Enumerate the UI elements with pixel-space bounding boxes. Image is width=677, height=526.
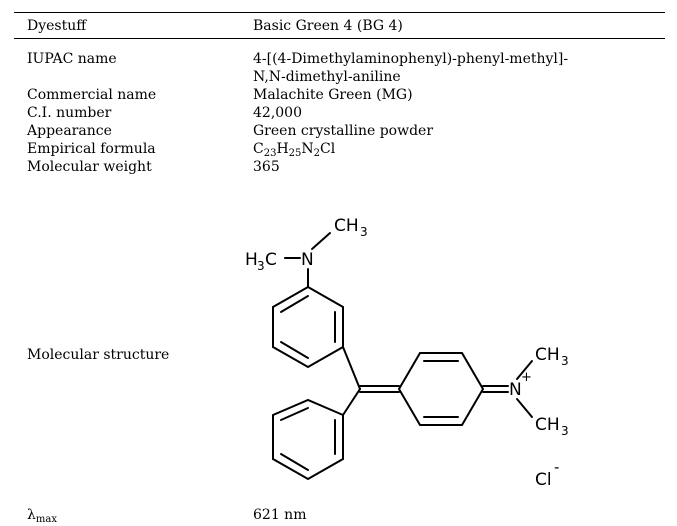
lambda-subscript: max — [35, 514, 57, 525]
row-label-ci-number: C.I. number — [27, 105, 112, 121]
row-value-molecular-weight: 365 — [253, 159, 280, 175]
bond-n-plus-methyl-bottom — [516, 398, 533, 418]
atom-h3c-subscript: 3 — [257, 259, 265, 273]
row-value-appearance: Green crystalline powder — [253, 123, 434, 139]
atom-ch3-right-top-subscript: 3 — [561, 354, 569, 368]
ring-a — [272, 285, 344, 369]
ring-b-double-1 — [280, 407, 309, 421]
table-top-rule — [14, 12, 665, 13]
row-value-iupac-line1: 4-[(4-Dimethylaminophenyl)-phenyl-methyl… — [253, 51, 569, 67]
atom-ch3-right-bottom-subscript: 3 — [561, 424, 569, 438]
ring-a-double-3 — [280, 341, 309, 359]
atom-chloride: Cl — [535, 470, 552, 490]
formula-n: N — [301, 141, 314, 157]
ring-c — [397, 352, 485, 426]
header-label-dyestuff: Dyestuff — [27, 18, 87, 34]
bond-n-plus-methyl-top — [516, 360, 533, 380]
atom-ch3-right-top: CH — [535, 345, 560, 365]
row-label-iupac: IUPAC name — [27, 51, 117, 67]
ring-a-double-1 — [280, 295, 309, 313]
ring-b — [272, 398, 344, 481]
atom-ch3-top-subscript: 3 — [360, 225, 368, 239]
atom-n-left: N — [301, 250, 314, 270]
row-value-lambda-max: 621 nm — [253, 507, 307, 523]
formula-c-count: 23 — [263, 148, 277, 159]
row-label-lambda-max: λmax — [27, 506, 57, 525]
formula-h: H — [276, 141, 289, 157]
atom-n-right: N — [509, 380, 522, 400]
row-label-empirical-formula: Empirical formula — [27, 141, 156, 157]
row-value-iupac-line2: N,N-dimethyl-aniline — [253, 69, 401, 85]
formula-h-count: 25 — [288, 148, 302, 159]
row-label-molecular-structure: Molecular structure — [27, 347, 170, 363]
row-label-appearance: Appearance — [27, 123, 112, 139]
ring-b-double-3 — [280, 453, 309, 471]
bond-ring-a-central — [342, 346, 361, 390]
lambda-symbol: λ — [27, 507, 36, 523]
row-value-empirical-formula: C23H25N2Cl — [253, 140, 336, 159]
atom-chloride-charge: - — [554, 458, 559, 476]
bond-central-ring-b — [342, 388, 361, 416]
malachite-green-structure-diagram: CH 3 H 3 C N N + CH 3 CH 3 Cl - — [245, 216, 569, 490]
row-label-commercial-name: Commercial name — [27, 87, 157, 103]
formula-cl: Cl — [320, 141, 336, 157]
atom-ch3-right-bottom: CH — [535, 415, 560, 435]
table-header-rule — [14, 38, 665, 39]
row-label-molecular-weight: Molecular weight — [27, 159, 152, 175]
header-value-dye: Basic Green 4 (BG 4) — [253, 18, 403, 34]
atom-ch3-top: CH — [334, 216, 359, 236]
atom-n-right-charge: + — [521, 370, 532, 385]
row-value-ci-number: 42,000 — [253, 105, 302, 121]
bond-n-methyl-top — [311, 232, 331, 250]
formula-n-count: 2 — [313, 148, 321, 159]
row-value-commercial-name: Malachite Green (MG) — [253, 87, 413, 103]
atom-h3c-c: C — [265, 250, 277, 270]
atom-h3c-h: H — [245, 250, 258, 270]
formula-c: C — [253, 141, 264, 157]
